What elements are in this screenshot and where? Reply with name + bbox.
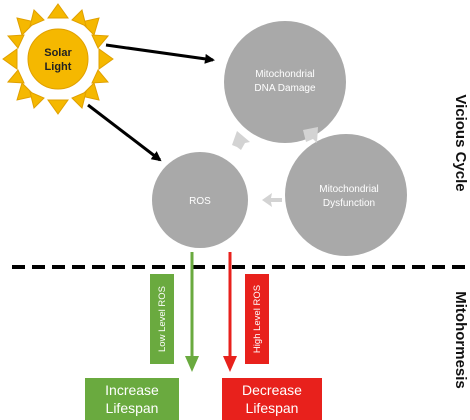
mitohormesis-label: Mitohormesis	[452, 291, 469, 389]
sun-label-line1: Solar	[44, 47, 72, 59]
node-ros-label: ROS	[189, 196, 211, 207]
node-dna-damage: Mitochondrial DNA Damage	[224, 21, 346, 143]
node-dysfunction: Mitochondrial Dysfunction	[285, 134, 407, 256]
high-level-arrowhead	[223, 356, 237, 372]
cycle-arrow-ros-to-damage	[232, 131, 250, 150]
low-level-arrowhead	[185, 356, 199, 372]
node-dysfunction-line2: Dysfunction	[323, 198, 375, 209]
sun-to-ros-arrow	[87, 103, 162, 162]
sun-icon: Solar Light	[2, 3, 114, 115]
high-level-label-box	[245, 274, 269, 364]
node-ros: ROS	[152, 152, 248, 248]
increase-lifespan-line1: Increase	[105, 382, 159, 398]
sun-to-dna-damage-arrow	[105, 43, 215, 64]
low-level-label-box	[150, 274, 174, 364]
low-level-branch: Low Level ROS Increase Lifespan	[85, 252, 199, 420]
node-dysfunction-line1: Mitochondrial	[319, 184, 378, 195]
decrease-lifespan-line1: Decrease	[242, 382, 302, 398]
node-dna-damage-line1: Mitochondrial	[255, 69, 314, 80]
high-level-label: High Level ROS	[252, 285, 263, 353]
cycle-arrows	[232, 127, 318, 207]
low-level-label: Low Level ROS	[157, 286, 168, 352]
increase-lifespan-line2: Lifespan	[106, 400, 159, 416]
node-dna-damage-line2: DNA Damage	[254, 83, 316, 94]
increase-lifespan-box	[85, 378, 179, 420]
cycle-arrow-dysfunction-to-ros	[262, 193, 282, 207]
high-level-branch: High Level ROS Decrease Lifespan	[222, 252, 322, 420]
decrease-lifespan-box	[222, 378, 322, 420]
sun-label-line2: Light	[45, 61, 72, 73]
cycle-arrow-damage-to-dysfunction	[303, 127, 318, 143]
decrease-lifespan-line2: Lifespan	[246, 400, 299, 416]
vicious-cycle-label: Vicious Cycle	[452, 94, 469, 191]
